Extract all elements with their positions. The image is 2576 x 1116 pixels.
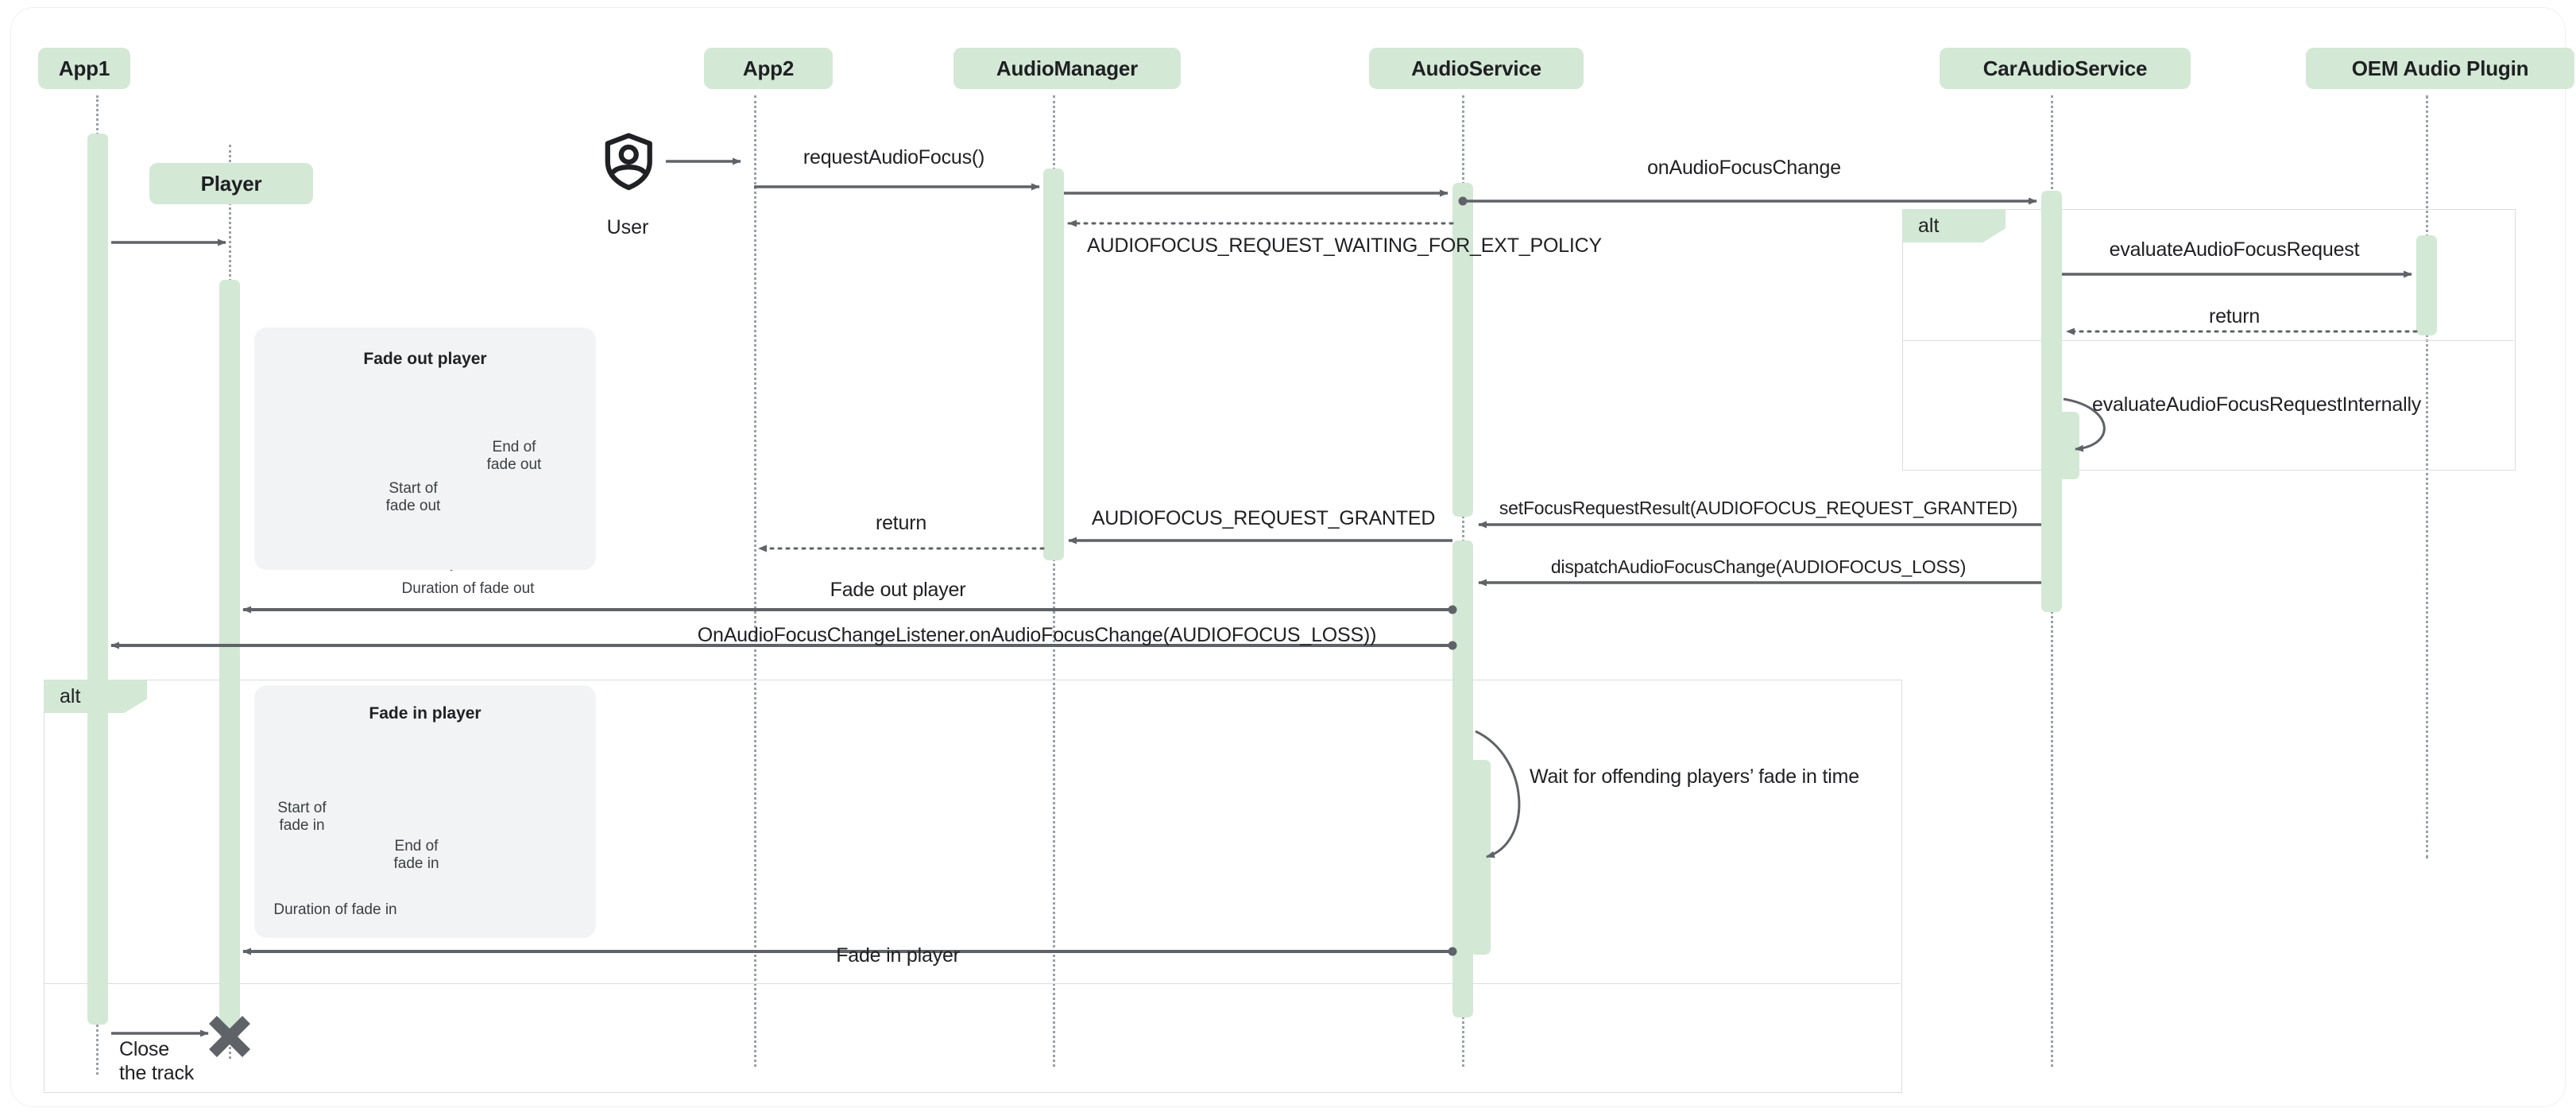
fragment-alt-app1 xyxy=(44,680,1902,1093)
message-label-audiofocus-request-granted: AUDIOFOCUS_REQUEST_GRANTED xyxy=(1091,507,1436,529)
fade-out-chart-title: Fade out player xyxy=(363,350,487,368)
activation-caraudioservice xyxy=(2041,191,2062,612)
fade-out-chart-annotation-end: End of fade out xyxy=(486,439,542,474)
fragment-alt-app1-label: alt xyxy=(60,684,81,707)
lifeline-label-audioservice: AudioService xyxy=(1411,56,1541,80)
message-label-evaluate-return: return xyxy=(2208,305,2261,327)
fade-out-chart-annotation-duration: Duration of fade out xyxy=(401,580,535,597)
activation-audioservice-2 xyxy=(1452,541,1473,1017)
message-label-wait-fade-in: Wait for offending players’ fade in time xyxy=(1530,765,1859,789)
activation-audioservice-self xyxy=(1470,760,1491,955)
activation-audiomanager xyxy=(1043,169,1064,560)
lifeline-head-audioservice[interactable]: AudioService xyxy=(1369,48,1584,89)
message-label-dispatch-audio-focus-change: dispatchAudioFocusChange(AUDIOFOCUS_LOSS… xyxy=(1550,556,1967,577)
lifeline-head-app2[interactable]: App2 xyxy=(704,48,833,89)
lifeline-head-player[interactable]: Player xyxy=(149,163,313,204)
message-label-on-audio-focus-change-listener: OnAudioFocusChangeListener.onAudioFocusC… xyxy=(697,624,1377,646)
fade-in-chart-card: Fade in player Start of fade in End of f… xyxy=(254,685,596,938)
fade-out-chart-annotation-start: Start of fade out xyxy=(385,480,441,515)
activation-caraudioservice-self xyxy=(2059,412,2079,479)
lifeline-label-audiomanager: AudioManager xyxy=(996,56,1139,80)
lifeline-label-app2: App2 xyxy=(742,56,795,80)
user-actor-label: User xyxy=(606,216,649,238)
fragment-alt-caraudioservice-label: alt xyxy=(1918,214,1940,237)
message-label-evaluate-audio-focus-request: evaluateAudioFocusRequest xyxy=(2109,238,2360,261)
lifeline-label-oemplugin: OEM Audio Plugin xyxy=(2351,56,2529,80)
fade-in-chart-annotation-end: End of fade in xyxy=(393,838,439,873)
message-label-waiting-for-ext-policy: AUDIOFOCUS_REQUEST_WAITING_FOR_EXT_POLIC… xyxy=(1087,234,1602,257)
message-label-on-audio-focus-change: onAudioFocusChange xyxy=(1647,157,1841,179)
lifeline-line-app2 xyxy=(754,95,756,1067)
lifeline-label-app1: App1 xyxy=(58,56,110,80)
activation-oemplugin xyxy=(2416,235,2437,335)
fade-in-chart-annotation-duration: Duration of fade in xyxy=(273,901,397,918)
fade-in-chart-title: Fade in player xyxy=(369,704,482,723)
lifeline-line-audiomanager xyxy=(1053,95,1055,1067)
lifeline-head-caraudioservice[interactable]: CarAudioService xyxy=(1940,48,2191,89)
message-label-close-the-track: Close the track xyxy=(119,1038,195,1084)
fragment-alt-app1-divider xyxy=(44,983,1901,984)
message-label-set-focus-request-result: setFocusRequestResult(AUDIOFOCUS_REQUEST… xyxy=(1499,498,2018,518)
activation-player xyxy=(219,280,240,1039)
message-label-fade-in-player: Fade in player xyxy=(836,944,960,967)
lifeline-head-oemplugin[interactable]: OEM Audio Plugin xyxy=(2306,48,2574,89)
message-label-fade-out-player: Fade out player xyxy=(830,579,966,601)
fade-in-chart-annotation-start: Start of fade in xyxy=(277,800,327,835)
lifeline-line-oemplugin xyxy=(2426,95,2428,858)
lifeline-head-app1[interactable]: App1 xyxy=(38,48,130,89)
fragment-alt-caraudioservice-divider xyxy=(1902,340,2514,341)
fragment-alt-caraudioservice xyxy=(1902,209,2516,471)
activation-audioservice-1 xyxy=(1452,183,1473,517)
lifeline-head-audiomanager[interactable]: AudioManager xyxy=(953,48,1181,89)
message-label-request-audio-focus: requestAudioFocus() xyxy=(803,146,985,169)
fragment-alt-caraudioservice-tag: alt xyxy=(1902,209,2005,242)
message-label-return-to-app2: return xyxy=(875,512,927,534)
lifeline-label-caraudioservice: CarAudioService xyxy=(1982,56,2148,80)
message-label-wait-fade-in-text: Wait for offending players’ fade in time xyxy=(1530,765,1859,788)
fade-out-chart-card: Fade out player Start of fade out End of… xyxy=(254,327,596,597)
message-label-evaluate-internally: evaluateAudioFocusRequestInternally xyxy=(2092,393,2422,416)
lifeline-label-player: Player xyxy=(200,171,262,196)
activation-app1 xyxy=(87,134,108,1025)
